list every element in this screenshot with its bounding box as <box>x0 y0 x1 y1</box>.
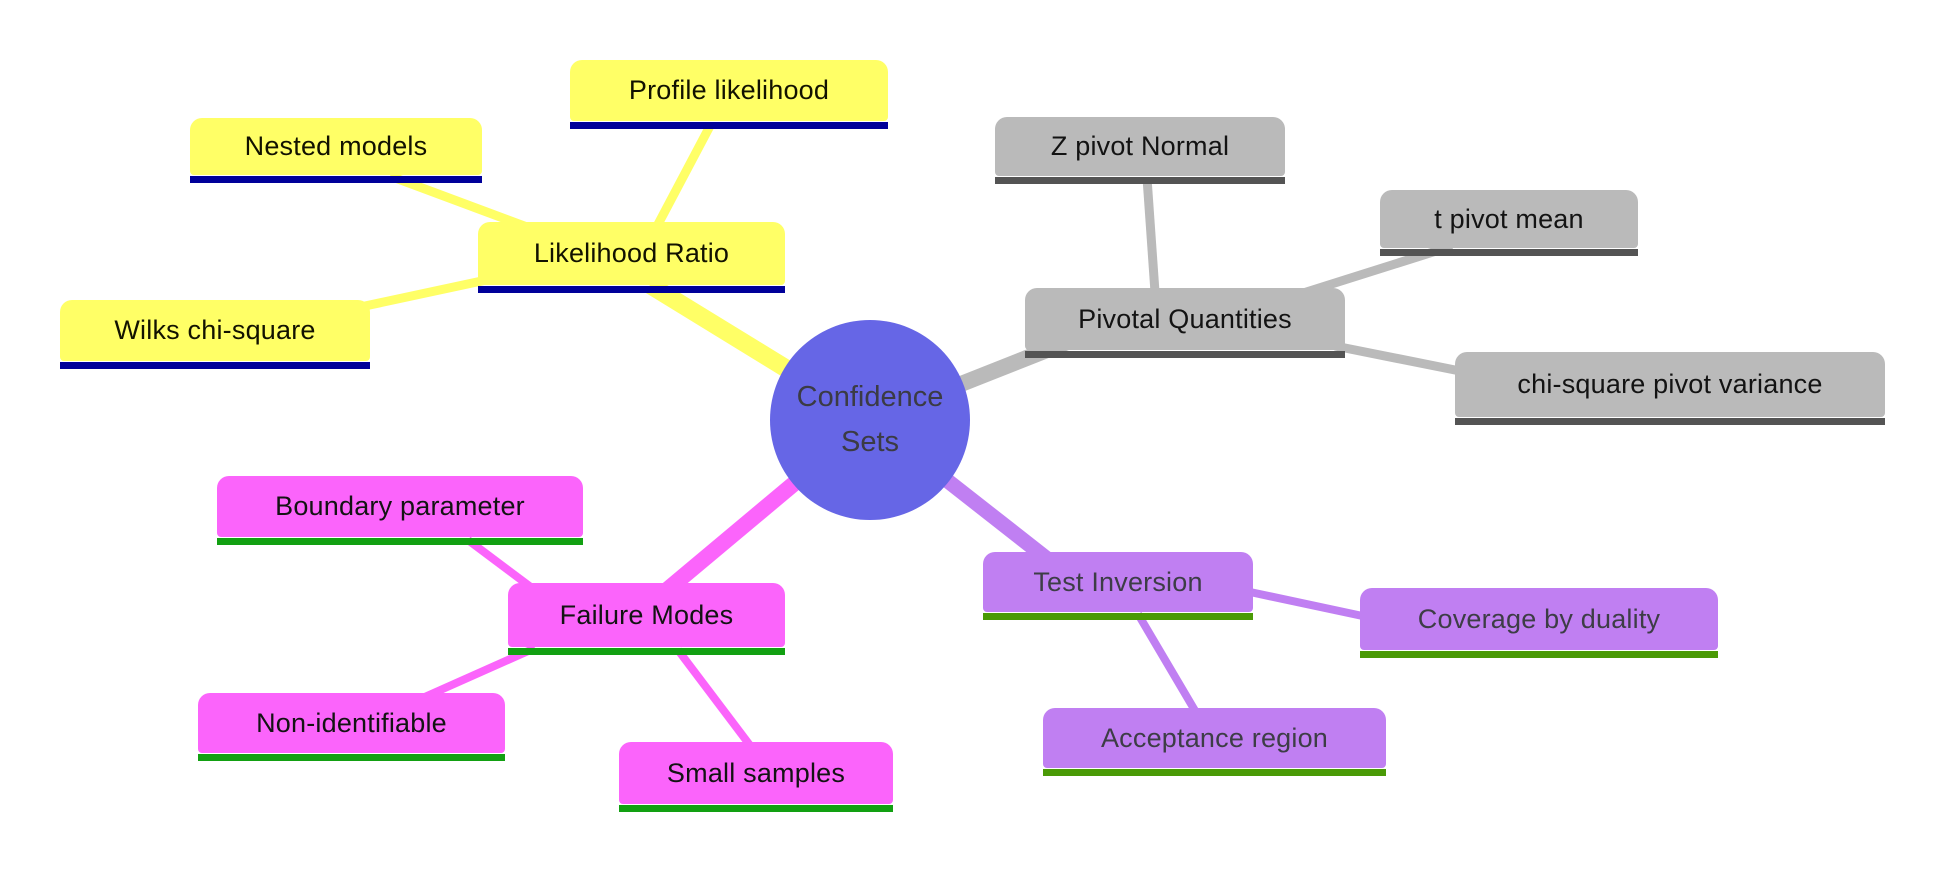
child-node-chi-square-pivot-variance[interactable]: chi-square pivot variance <box>1455 352 1885 425</box>
node-label: Likelihood Ratio <box>533 238 730 268</box>
node-box: Boundary parameter <box>217 476 583 537</box>
branch-node-test-inversion[interactable]: Test Inversion <box>983 552 1253 620</box>
node-label: Coverage by duality <box>1417 603 1661 634</box>
edge-likelihood-ratio-profile-likelihood <box>651 123 714 233</box>
node-box: Failure Modes <box>508 583 785 647</box>
central-node-confidence-sets[interactable]: Confidence Sets <box>770 320 970 520</box>
node-box: t pivot mean <box>1380 190 1638 248</box>
child-node-profile-likelihood[interactable]: Profile likelihood <box>570 60 888 129</box>
node-label: Failure Modes <box>559 599 734 630</box>
edge-failure-modes-non-identifiable <box>416 644 537 704</box>
node-underline <box>508 648 785 655</box>
node-underline <box>190 176 482 183</box>
node-underline <box>198 754 505 761</box>
node-label: chi-square pivot variance <box>1517 369 1823 399</box>
edge-test-inversion-acceptance-region <box>1134 611 1201 717</box>
node-underline <box>1043 769 1386 776</box>
node-label: Non-identifiable <box>256 707 447 738</box>
node-underline <box>983 613 1253 620</box>
node-label: t pivot mean <box>1434 203 1584 234</box>
node-underline <box>217 538 583 545</box>
node-underline <box>478 286 785 293</box>
node-label: Test Inversion <box>1033 566 1203 597</box>
node-label: Z pivot Normal <box>1050 131 1230 161</box>
node-box: chi-square pivot variance <box>1455 352 1885 417</box>
child-node-wilks-chi-square[interactable]: Wilks chi-square <box>60 300 370 369</box>
edge-likelihood-ratio-nested-models <box>388 171 537 235</box>
edge-test-inversion-coverage-by-duality <box>1249 588 1373 622</box>
node-underline <box>1380 249 1638 256</box>
child-node-nested-models[interactable]: Nested models <box>190 118 482 183</box>
edge-failure-modes-small-samples <box>674 647 756 751</box>
node-underline <box>1455 418 1885 425</box>
node-box: Small samples <box>619 742 893 804</box>
node-underline <box>619 805 893 812</box>
node-underline <box>570 122 888 129</box>
node-box: Nested models <box>190 118 482 175</box>
edge-pivotal-quantities-z-pivot-normal <box>1142 177 1160 293</box>
node-underline <box>60 362 370 369</box>
node-box: Z pivot Normal <box>995 117 1285 176</box>
node-box: Acceptance region <box>1043 708 1386 768</box>
central-node-label: Confidence Sets <box>796 381 944 458</box>
branch-node-failure-modes[interactable]: Failure Modes <box>508 583 785 655</box>
child-node-small-samples[interactable]: Small samples <box>619 742 893 812</box>
node-box: Profile likelihood <box>570 60 888 121</box>
node-label: Profile likelihood <box>628 75 830 105</box>
node-label: Boundary parameter <box>275 491 525 521</box>
node-label: Nested models <box>244 131 428 161</box>
node-underline <box>1025 351 1345 358</box>
node-box: Non-identifiable <box>198 693 505 753</box>
child-node-boundary-parameter[interactable]: Boundary parameter <box>217 476 583 545</box>
node-label: Wilks chi-square <box>114 315 316 345</box>
node-box: Coverage by duality <box>1360 588 1718 650</box>
child-node-acceptance-region[interactable]: Acceptance region <box>1043 708 1386 776</box>
node-label: Small samples <box>666 757 846 788</box>
child-node-non-identifiable[interactable]: Non-identifiable <box>198 693 505 761</box>
node-label: Pivotal Quantities <box>1078 303 1292 334</box>
node-underline <box>1360 651 1718 658</box>
node-box: Wilks chi-square <box>60 300 370 361</box>
child-node-z-pivot-normal[interactable]: Z pivot Normal <box>995 117 1285 184</box>
branch-node-likelihood-ratio[interactable]: Likelihood Ratio <box>478 222 785 293</box>
node-box: Likelihood Ratio <box>478 222 785 285</box>
node-box: Test Inversion <box>983 552 1253 612</box>
node-box: Pivotal Quantities <box>1025 288 1345 350</box>
node-underline <box>995 177 1285 184</box>
node-label: Acceptance region <box>1100 722 1329 753</box>
branch-node-pivotal-quantities[interactable]: Pivotal Quantities <box>1025 288 1345 358</box>
child-node-t-pivot-mean[interactable]: t pivot mean <box>1380 190 1638 256</box>
child-node-coverage-by-duality[interactable]: Coverage by duality <box>1360 588 1718 658</box>
edge-pivotal-quantities-chi-square-pivot-variance <box>1334 341 1476 379</box>
